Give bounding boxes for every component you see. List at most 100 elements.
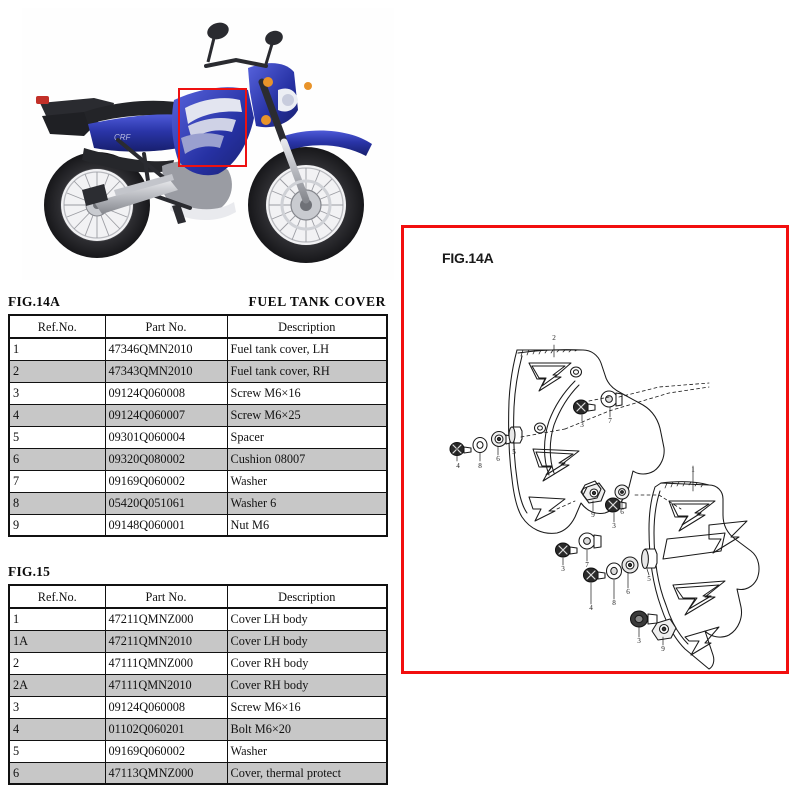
fastener-screw-3-bottom [629, 610, 658, 628]
callout-number: 7 [608, 417, 612, 425]
cell-description: Washer [226, 469, 388, 493]
cell-description: Screw M6×16 [226, 381, 388, 405]
column-header-ref-no: Ref.No. [8, 584, 106, 609]
mirrors [206, 22, 283, 65]
cell-ref-no: 2 [8, 359, 106, 383]
cell-description: Fuel tank cover, LH [226, 337, 388, 361]
cell-part-no: 47346QMN2010 [104, 337, 228, 361]
table-header-row: Ref.No. Part No. Description [8, 584, 388, 609]
cell-description: Spacer [226, 425, 388, 449]
cell-part-no: 47211QMN2010 [104, 629, 228, 653]
cell-part-no: 01102Q060201 [104, 717, 228, 741]
callout-number: 3 [561, 565, 565, 573]
cell-ref-no: 6 [8, 761, 106, 785]
callout-number: 3 [612, 522, 616, 530]
fastener-cushion-6-mid [614, 484, 630, 500]
cell-description: Cover RH body [226, 651, 388, 675]
fastener-screw-3-row2 [554, 542, 578, 558]
fastener-washer-7-row2 [578, 532, 602, 550]
callout-number: 8 [478, 462, 482, 470]
cell-ref-no: 1 [8, 607, 106, 631]
cell-part-no: 09320Q080002 [104, 447, 228, 471]
lh-cover-outline [508, 349, 665, 534]
cell-ref-no: 2A [8, 673, 106, 697]
cell-description: Screw M6×16 [226, 695, 388, 719]
fig14a-sheet-title: FUEL TANK COVER [248, 294, 386, 309]
callout-number: 1 [691, 466, 695, 474]
fastener-nut-9-bottom [651, 618, 677, 641]
cell-part-no: 09124Q060008 [104, 695, 228, 719]
cell-part-no: 05420Q051061 [104, 491, 228, 515]
cell-part-no: 47111QMN2010 [104, 673, 228, 697]
fastener-screw-4-left [449, 441, 472, 457]
fig15-table-header: FIG.15 [8, 564, 386, 584]
cell-ref-no: 5 [8, 739, 106, 763]
callout-number: 7 [585, 561, 589, 569]
callout-number: 9 [661, 645, 665, 653]
column-header-description: Description [226, 584, 388, 609]
cell-part-no: 09169Q060002 [104, 739, 228, 763]
callout-number: 8 [612, 599, 616, 607]
motorcycle-illustration: CRF [22, 8, 394, 280]
column-header-description: Description [226, 314, 388, 339]
cell-part-no: 47111QMNZ000 [104, 651, 228, 675]
motorcycle-photo: CRF [22, 8, 394, 280]
cell-part-no: 09301Q060004 [104, 425, 228, 449]
fastener-washer-7-upper [600, 390, 623, 408]
fig14a-table-block: FIG.14A FUEL TANK COVER Ref.No. Part No.… [8, 294, 388, 537]
highlight-rectangle [178, 88, 247, 167]
callout-number: 9 [591, 511, 595, 519]
diagram-fig-label: FIG.14A [442, 250, 494, 266]
fastener-screw-3-upper [572, 399, 596, 415]
exploded-diagram-panel: FIG.14A [401, 225, 789, 674]
callout-number: 5 [647, 575, 651, 583]
callout-number: 6 [620, 508, 624, 516]
fig14a-label: FIG.14A [8, 294, 61, 309]
callout-number: 2 [552, 334, 556, 342]
callout-number: 3 [637, 637, 641, 645]
column-header-ref-no: Ref.No. [8, 314, 106, 339]
cell-ref-no: 4 [8, 717, 106, 741]
cell-part-no: 09124Q060007 [104, 403, 228, 427]
fastener-washer-8-row3 [605, 562, 623, 580]
motorcycle-photo-panel: CRF [22, 8, 394, 280]
rh-cover-outline [648, 481, 760, 670]
cell-part-no: 47343QMN2010 [104, 359, 228, 383]
fig14a-table-header: FIG.14A FUEL TANK COVER [8, 294, 386, 314]
cell-description: Cover, thermal protect [226, 761, 388, 785]
cell-description: Cover LH body [226, 629, 388, 653]
cell-description: Washer [226, 739, 388, 763]
svg-text:CRF: CRF [114, 133, 132, 142]
callout-number: 6 [626, 588, 630, 596]
cell-description: Screw M6×25 [226, 403, 388, 427]
cell-description: Nut M6 [226, 513, 388, 537]
cell-description: Washer 6 [226, 491, 388, 515]
cell-ref-no: 6 [8, 447, 106, 471]
fastener-spacer-5-left [508, 426, 523, 444]
fastener-screw-4-row3 [582, 567, 606, 583]
fastener-cushion-6-row3 [621, 556, 639, 574]
cell-ref-no: 5 [8, 425, 106, 449]
fastener-nut-9-lh [580, 480, 602, 501]
cell-part-no: 47113QMNZ000 [104, 761, 228, 785]
front-wheel [248, 147, 364, 263]
cell-ref-no: 1 [8, 337, 106, 361]
column-header-part-no: Part No. [104, 584, 228, 609]
callout-number: 5 [512, 448, 516, 456]
